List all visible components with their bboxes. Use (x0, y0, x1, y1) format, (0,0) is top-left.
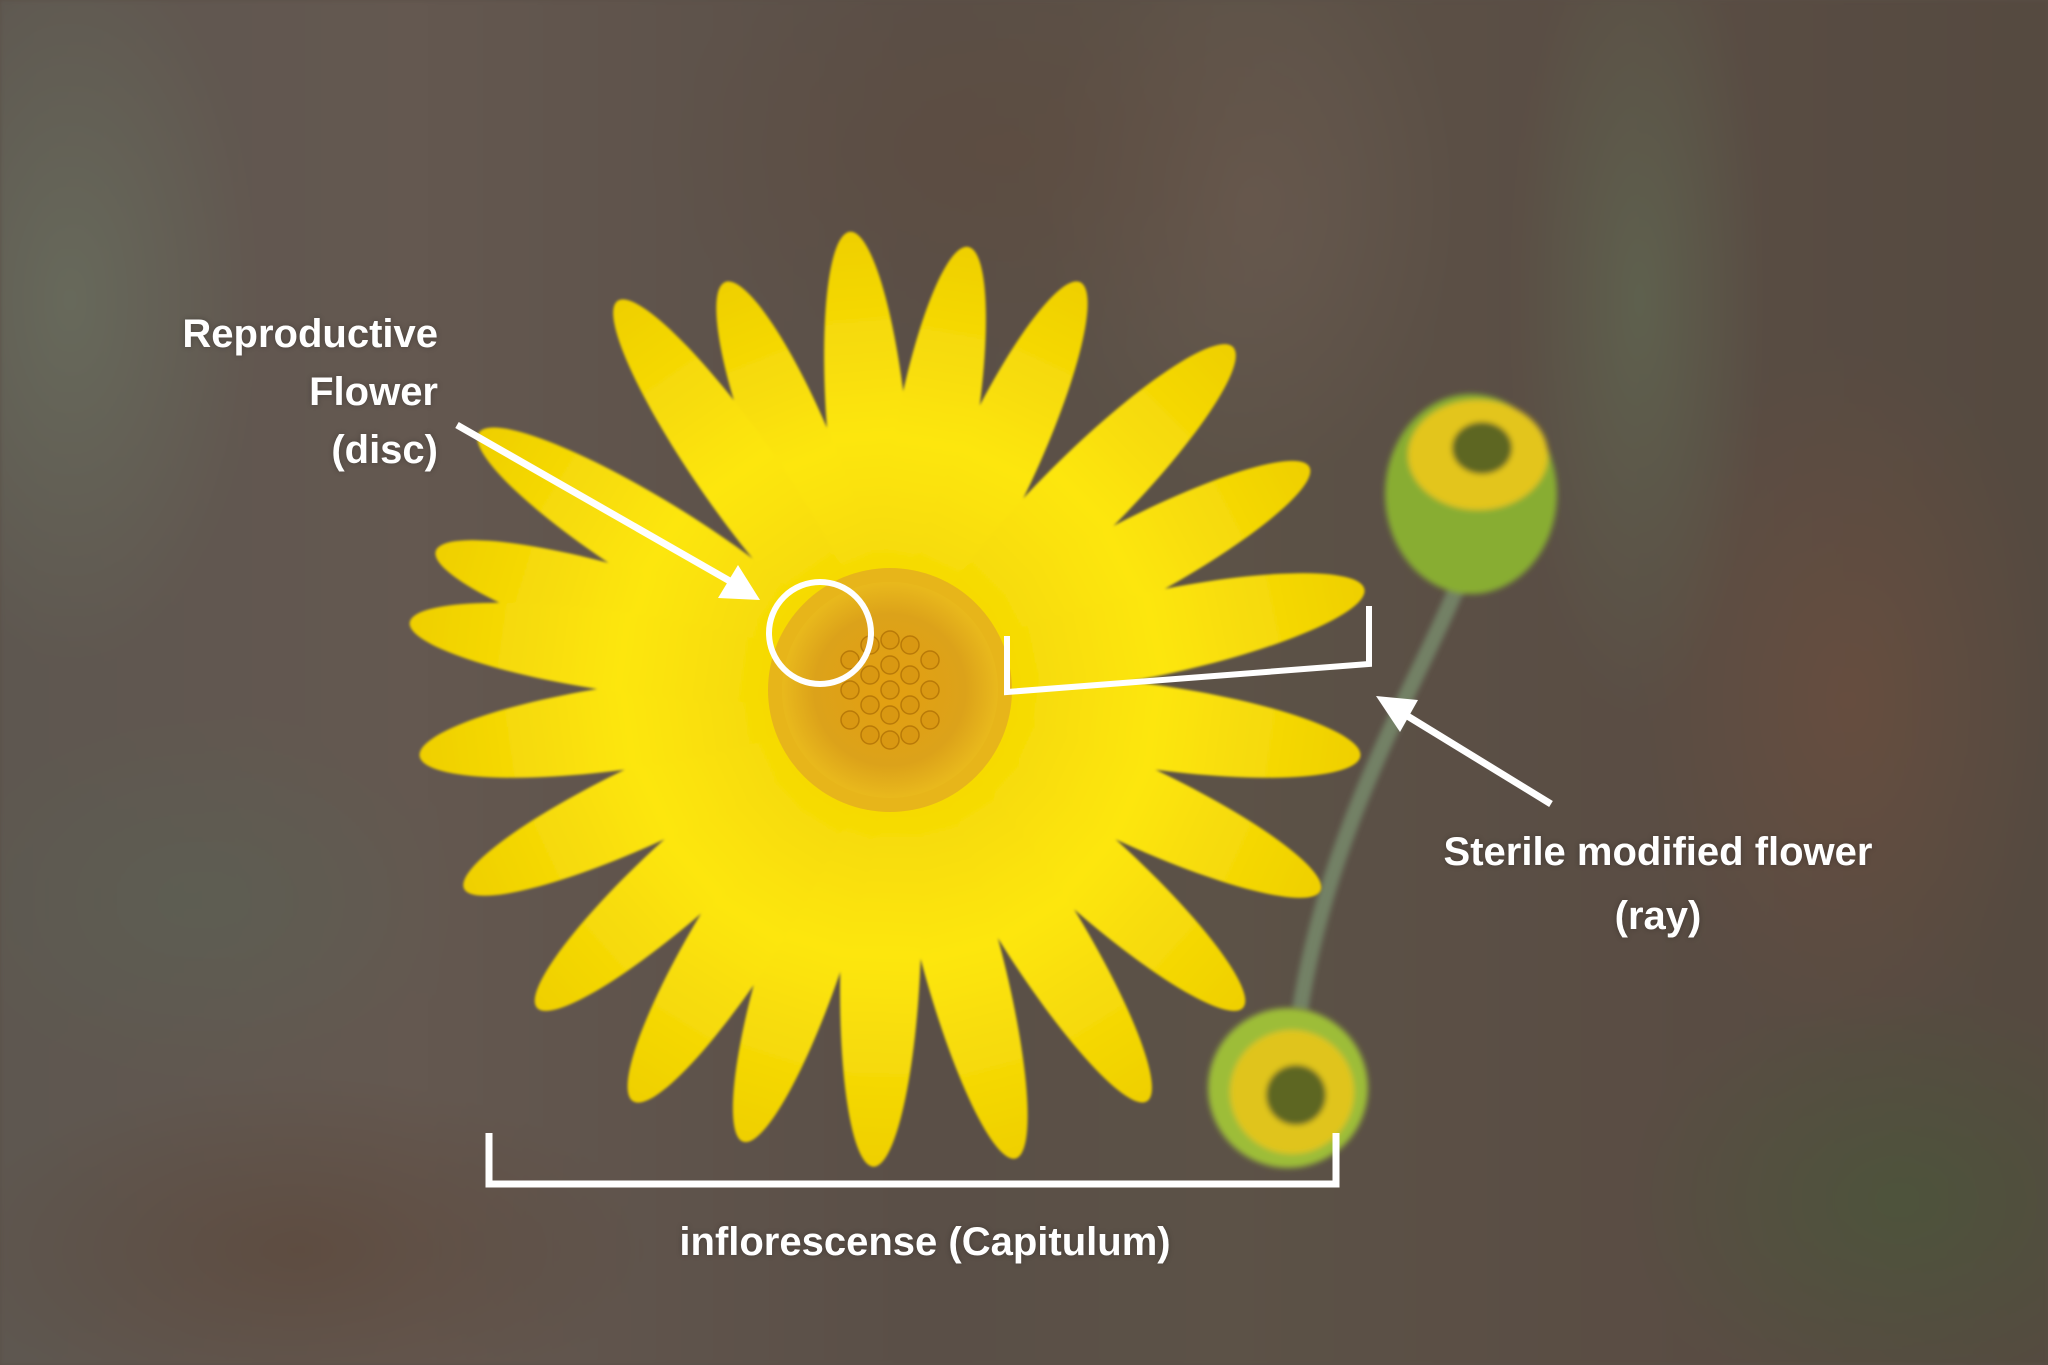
stem (1292, 577, 1468, 1012)
upper-bud (1385, 394, 1557, 594)
disc-florets (768, 568, 1012, 812)
ray-florets (409, 231, 1365, 1167)
ray-label-line1: Sterile modified flower (1443, 830, 1873, 874)
ray-flower-label: Sterile modified flower (ray) (1400, 832, 1916, 960)
disc-flower-label: Reproductive Flower (disc) (140, 314, 438, 488)
disc-label-line2: Flower (309, 370, 438, 414)
ray-arrow-icon (1376, 696, 1553, 807)
capitulum-label: inflorescense (Capitulum) (679, 1220, 1171, 1264)
disc-label-line1: Reproductive (182, 312, 438, 356)
disc-label-line3: (disc) (331, 428, 438, 472)
ray-bracket (1004, 606, 1372, 696)
disc-floret-highlight-circle (766, 579, 874, 687)
lower-bud (1208, 1008, 1368, 1168)
disc-arrow-icon (455, 421, 760, 600)
capitulum-bracket (485, 1133, 1340, 1188)
ray-label-line2: (ray) (1614, 894, 1702, 938)
